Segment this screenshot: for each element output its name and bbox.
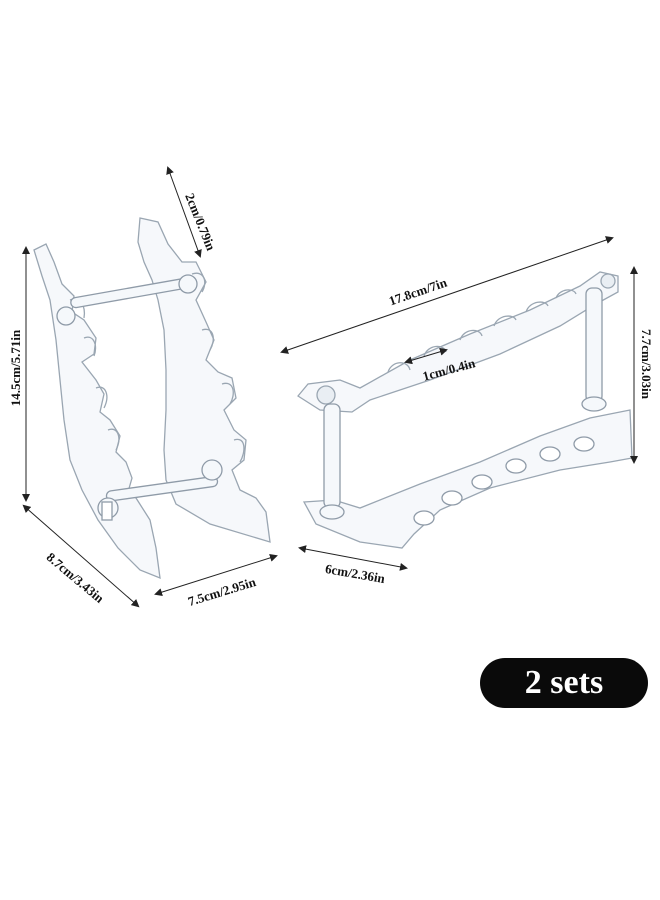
right-stand — [297, 271, 633, 549]
lower-rod — [105, 475, 219, 502]
left-stand-height-label: 14.5cm/5.71in — [8, 329, 23, 407]
dimension-arrows — [22, 166, 638, 608]
right-stand-base — [302, 409, 633, 549]
right-stand-height-label: 7.7cm/3.03in — [639, 328, 654, 400]
right-stand-base-holes — [413, 436, 595, 526]
left-stand-rods — [56, 274, 223, 521]
front-pillar — [323, 403, 341, 509]
back-pillar — [585, 287, 603, 403]
sets-badge: 2 sets — [480, 658, 648, 708]
left-stand-back-plate — [137, 217, 271, 543]
upper-rod-cap — [56, 306, 76, 326]
right-stand-top-tray — [297, 271, 619, 413]
left-stand — [33, 217, 271, 580]
